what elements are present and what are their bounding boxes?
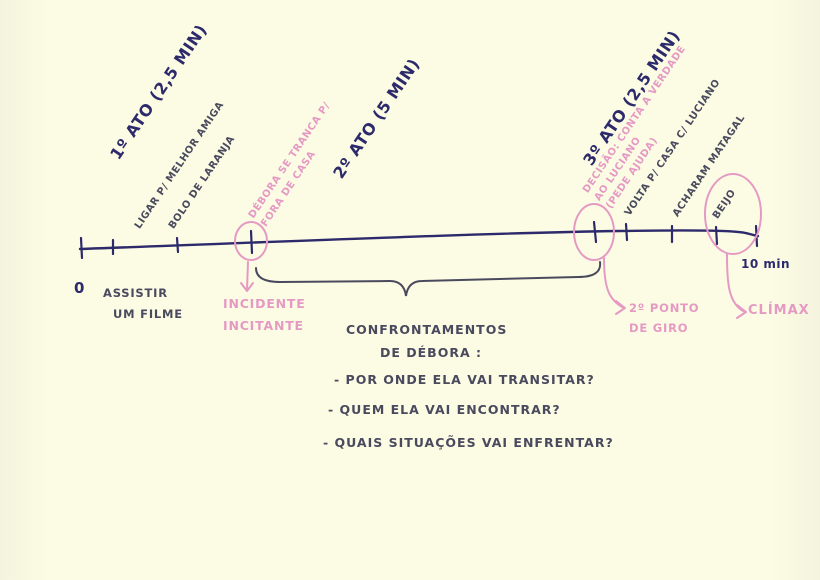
- question-3: - QUAIS SITUAÇÕES VAI ENFRENTAR?: [323, 435, 614, 450]
- segundo-ponto-line1: 2º PONTO: [629, 301, 700, 315]
- timeline-end-label: 10 min: [741, 257, 791, 271]
- segundo-ponto-label: 2º PONTO DE GIRO: [629, 298, 699, 338]
- second-act-brace: [255, 261, 602, 297]
- tick-bolo: [175, 236, 180, 254]
- tick-beijo: [714, 225, 719, 246]
- incidente-arrow: [240, 261, 254, 292]
- incidente-incitante-label: INCIDENTE INCITANTE: [223, 293, 306, 337]
- confrontamentos-line2: DE DÉBORA :: [380, 345, 482, 360]
- question-1: - POR ONDE ELA VAI TRANSITAR?: [334, 372, 595, 387]
- assistir-filme-label: ASSISTIR UM FILME: [103, 283, 183, 325]
- timeline-line: [78, 229, 760, 251]
- incidente-line2: INCITANTE: [223, 318, 304, 333]
- incidente-circle: [234, 221, 268, 261]
- tick-volta: [624, 222, 629, 242]
- assistir-filme-line1: ASSISTIR: [103, 286, 168, 300]
- tick-start: [79, 236, 84, 260]
- climax-arrow: [726, 253, 747, 319]
- confrontamentos-line1: CONFRONTAMENTOS: [346, 322, 508, 337]
- segundo-ponto-line2: DE GIRO: [629, 321, 689, 335]
- climax-circle: [704, 173, 762, 255]
- climax-label: CLÍMAX: [748, 303, 810, 318]
- confrontamentos-title: CONFRONTAMENTOS DE DÉBORA :: [346, 318, 507, 364]
- tick-decisao: [592, 220, 598, 244]
- tick-incidente: [249, 229, 254, 255]
- incidente-line1: INCIDENTE: [223, 296, 306, 311]
- timeline-start-label: 0: [74, 279, 85, 297]
- segundo-ponto-arrow: [603, 257, 626, 315]
- question-2: - QUEM ELA VAI ENCONTRAR?: [328, 402, 561, 417]
- segundo-ponto-circle: [573, 203, 615, 261]
- assistir-filme-line2: UM FILME: [113, 307, 183, 321]
